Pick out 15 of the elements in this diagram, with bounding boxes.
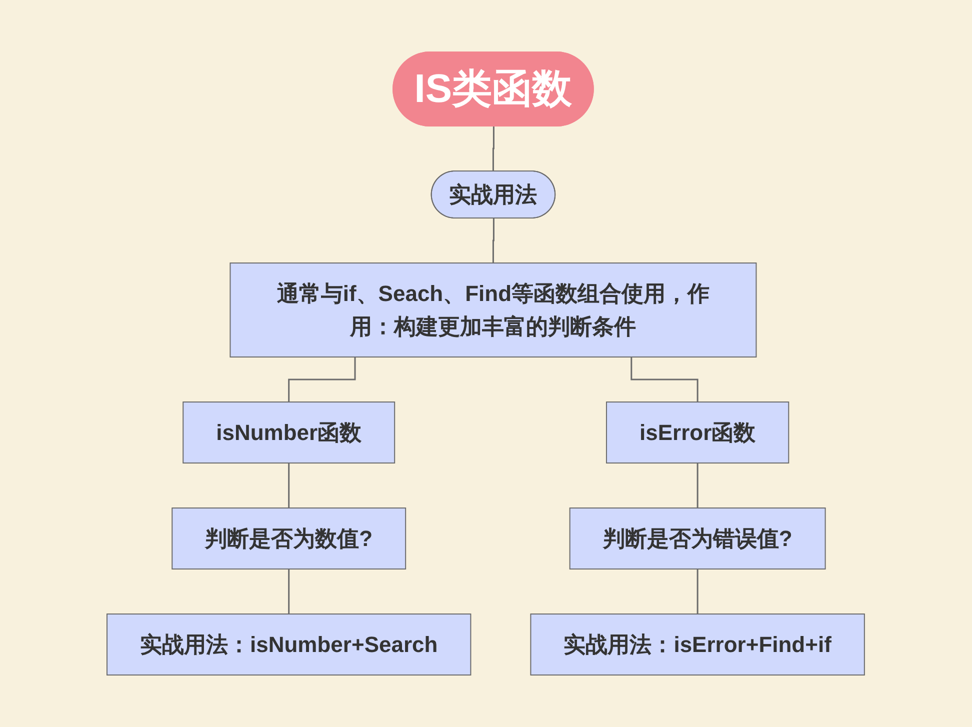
connector: [697, 463, 699, 509]
connector: [492, 218, 495, 264]
connector: [630, 357, 699, 403]
connector: [288, 357, 356, 403]
node-box: 判断是否为错误值?: [570, 508, 826, 570]
connector: [492, 126, 495, 172]
connector: [288, 463, 290, 509]
node-box: 实战用法：isError+Find+if: [530, 614, 866, 676]
connector: [288, 569, 290, 615]
node-box: 通常与if、Seach、Find等函数组合使用，作用：构建更加丰富的判断条件: [230, 262, 757, 358]
node-box: isNumber函数: [182, 402, 396, 464]
node-box: 实战用法：isNumber+Search: [106, 614, 472, 676]
node-box: 判断是否为数值?: [172, 508, 406, 570]
connector: [697, 569, 699, 615]
node-box: isError函数: [606, 402, 790, 464]
